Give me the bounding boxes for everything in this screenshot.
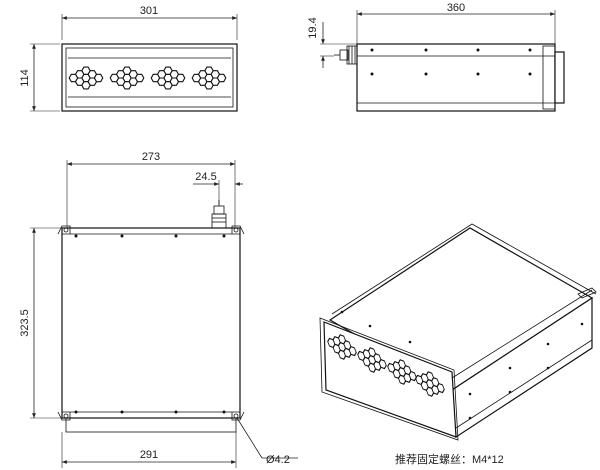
hex-cell	[68, 73, 79, 83]
hex-cell	[436, 382, 445, 394]
side-view: 360 19.4	[307, 2, 565, 112]
isometric-view	[319, 223, 597, 441]
hex-cluster	[415, 371, 445, 397]
hex-cell	[134, 73, 145, 83]
hex-cell	[93, 73, 104, 83]
dim-hole-diameter: Ø4.2	[266, 454, 290, 466]
mounting-screw-note: 推荐固定螺丝：M4*12	[395, 452, 504, 466]
hex-cluster	[327, 334, 357, 360]
dim-side-width: 360	[447, 2, 465, 14]
top-view: 273 24.5 323.5	[19, 151, 298, 468]
dim-front-height: 114	[19, 69, 31, 87]
front-view: 301 114	[19, 5, 238, 112]
hex-cluster	[191, 66, 227, 90]
hex-cluster	[150, 66, 186, 90]
hex-cell	[216, 73, 227, 83]
dim-top-base-width: 291	[140, 449, 158, 461]
dim-top-connector: 24.5	[195, 171, 216, 183]
hex-cell	[348, 345, 357, 357]
hex-cell	[408, 370, 417, 382]
hex-cell	[378, 358, 387, 370]
dim-side-offset: 19.4	[307, 17, 319, 38]
hex-cluster	[387, 359, 417, 385]
hex-cell	[415, 374, 424, 386]
hex-cell	[387, 362, 396, 374]
hex-cluster	[357, 347, 387, 373]
hex-cluster	[68, 66, 104, 90]
hex-cell	[150, 73, 161, 83]
dim-front-width: 301	[140, 5, 158, 17]
dim-top-inner-width: 273	[142, 151, 160, 163]
hex-cell	[357, 350, 366, 362]
hex-cluster	[109, 66, 145, 90]
hex-cell	[327, 337, 336, 349]
hex-cell	[109, 73, 120, 83]
hex-cell	[191, 73, 202, 83]
dim-top-depth: 323.5	[19, 309, 31, 337]
hex-cell	[175, 73, 186, 83]
